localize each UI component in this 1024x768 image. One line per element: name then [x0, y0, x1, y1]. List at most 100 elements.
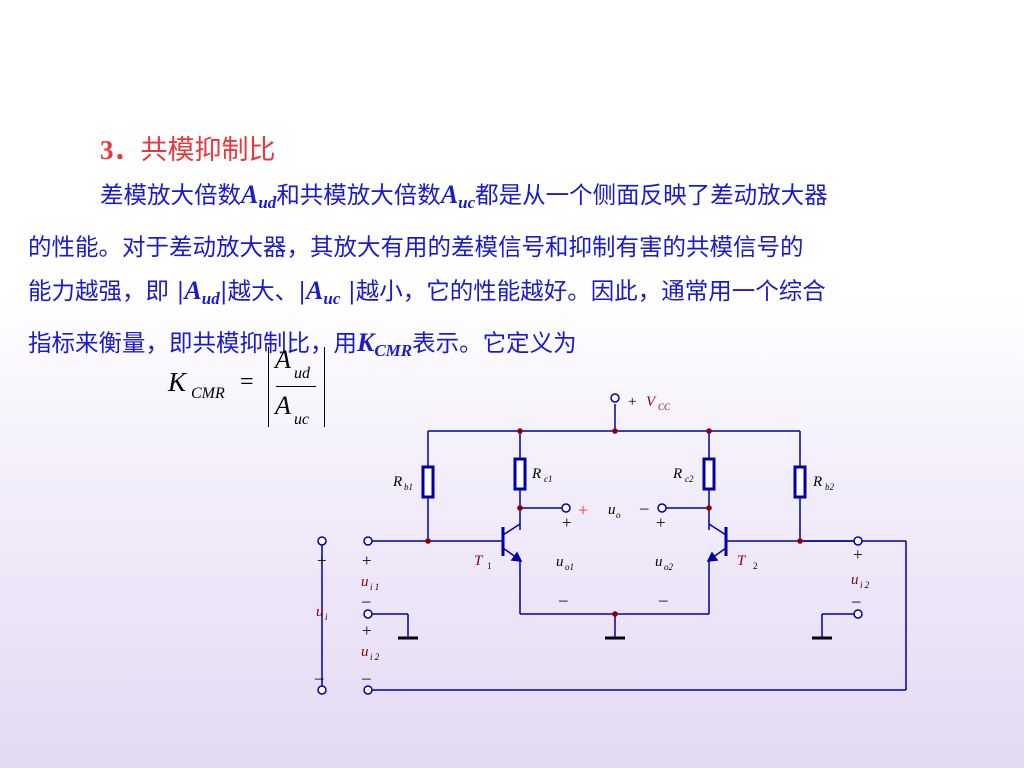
symbol-a: A — [241, 180, 259, 209]
uo-minus: – — [639, 498, 649, 517]
ui-subscript: i — [325, 612, 328, 622]
text-run: 和共模放大倍数 — [276, 181, 441, 209]
junction-dots — [425, 428, 803, 617]
uo2-minus: – — [658, 590, 668, 609]
input-terminal-right-minus — [853, 609, 863, 619]
resistor-rc2 — [702, 457, 716, 491]
paragraph-line-1: 差模放大倍数Aud和共模放大倍数Auc都是从一个侧面反映了差动放大器 — [28, 173, 996, 225]
symbol-subscript: uc — [323, 289, 341, 308]
ui2-right-plus: + — [853, 545, 863, 564]
rc2-subscript: c2 — [685, 474, 694, 484]
t2-label: T — [737, 553, 747, 569]
resistors — [421, 457, 807, 499]
ui2-right-subscript: i 2 — [860, 580, 870, 590]
ui1-plus: + — [362, 551, 372, 570]
output-terminal-plus — [561, 503, 571, 513]
formula-numerator-subscript: ud — [294, 365, 310, 382]
ui-plus: + — [317, 551, 327, 570]
text-run: 表示。它定义为 — [412, 329, 577, 357]
text-run: 都是从一个侧面反映了差动放大器 — [475, 181, 828, 209]
ui-label: u — [316, 604, 324, 620]
ui1-minus: – — [361, 591, 371, 610]
uo1-subscript: o1 — [565, 562, 574, 572]
ui2-left-minus: – — [361, 668, 371, 687]
abs-bar-left — [268, 347, 269, 427]
uo-label: u — [608, 502, 616, 518]
paragraph-line-3: 能力越强，即 |Aud|越大、|Auc |越小，它的性能越好。因此，通常用一个综… — [28, 269, 996, 321]
input-terminal-ui-plus — [317, 536, 327, 546]
formula-k-subscript: CMR — [191, 385, 225, 402]
abs-bar-right — [324, 347, 325, 427]
symbol-a: A — [440, 180, 459, 209]
input-terminal-ui-minus — [317, 685, 327, 695]
circuit-labels: + V CC R b1 R c1 R c2 R b2 T 1 T 2 + u o… — [314, 394, 870, 687]
symbol-a: A — [306, 276, 324, 305]
text-run: 能力越强，即 | — [28, 277, 185, 305]
symbol-k: K — [357, 328, 375, 357]
text-run: 指标来衡量，即共模抑制比，用 — [28, 329, 357, 357]
vcc-terminal — [610, 393, 620, 403]
input-terminal-ui2-plus — [363, 609, 373, 619]
terminals — [317, 393, 863, 695]
symbol-a: A — [184, 276, 202, 305]
rc2-label: R — [672, 466, 682, 482]
vcc-label: V — [646, 394, 657, 410]
uo1-label: u — [556, 554, 564, 570]
section-number: 3． — [100, 135, 141, 165]
t1-subscript: 1 — [487, 561, 492, 571]
rc1-label: R — [531, 466, 541, 482]
formula-numerator: A — [275, 345, 291, 374]
section-title: 共模抑制比 — [140, 135, 276, 166]
rc1-subscript: c1 — [544, 474, 553, 484]
input-terminal-ui1-plus — [363, 536, 373, 546]
body-paragraph: 差模放大倍数Aud和共模放大倍数Auc都是从一个侧面反映了差动放大器 的性能。对… — [28, 173, 996, 373]
uo-subscript: o — [616, 510, 621, 520]
cmrr-formula: K CMR = A ud A uc — [158, 343, 348, 433]
ui1-label: u — [361, 574, 369, 590]
text-run: 差模放大倍数 — [100, 181, 241, 209]
ui2-left-label: u — [361, 644, 369, 660]
symbol-subscript: ud — [258, 193, 277, 212]
uo2-subscript: o2 — [664, 562, 674, 572]
t2-subscript: 2 — [753, 561, 758, 571]
rb2-label: R — [812, 474, 822, 490]
ui2-left-plus: + — [362, 621, 372, 640]
vcc-plus: + — [628, 394, 636, 410]
ui1-subscript: i 1 — [370, 582, 379, 592]
circuit-wires — [321, 404, 907, 691]
input-terminal-right-plus — [853, 536, 863, 546]
symbol-subscript: ud — [201, 289, 220, 308]
resistor-rb1 — [421, 465, 435, 499]
fraction-line — [276, 386, 316, 387]
rb1-subscript: b1 — [404, 482, 413, 492]
uo-plus: + — [578, 500, 588, 520]
formula-k: K — [168, 367, 187, 397]
ui2-right-minus: – — [851, 591, 861, 610]
uo2-plus: + — [656, 513, 666, 532]
t1-label: T — [474, 553, 484, 569]
rb2-subscript: b2 — [825, 482, 835, 492]
symbol-subscript: uc — [458, 193, 476, 212]
resistor-rc1 — [513, 457, 527, 491]
symbol-subscript: CMR — [374, 341, 413, 360]
uo1-plus: + — [562, 513, 572, 532]
transistor-t2 — [706, 523, 728, 562]
paragraph-line-4: 指标来衡量，即共模抑制比，用KCMR表示。它定义为 — [28, 321, 996, 373]
vcc-subscript: CC — [658, 402, 671, 412]
formula-denominator: A — [275, 391, 291, 420]
ui-minus: – — [314, 668, 324, 687]
resistor-rb2 — [793, 465, 807, 499]
section-heading: 3．共模抑制比 — [100, 128, 276, 167]
formula-equals: = — [240, 369, 254, 395]
ui2-left-subscript: i 2 — [370, 652, 380, 662]
input-terminal-ui2-minus — [363, 685, 373, 695]
ui2-right-label: u — [851, 572, 859, 588]
text-run: |越小，它的性能越好。因此，通常用一个综合 — [340, 277, 826, 305]
uo1-minus: – — [558, 590, 568, 609]
formula-denominator-subscript: uc — [294, 411, 310, 428]
rb1-label: R — [392, 474, 402, 490]
paragraph-line-2: 的性能。对于差动放大器，其放大有用的差模信号和抑制有害的共模信号的 — [28, 233, 804, 261]
text-run: |越大、| — [219, 277, 307, 305]
transistor-t1 — [501, 523, 523, 562]
